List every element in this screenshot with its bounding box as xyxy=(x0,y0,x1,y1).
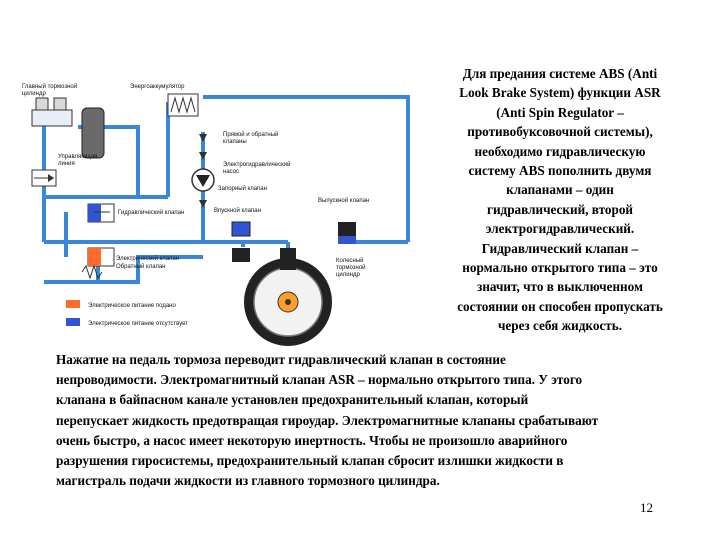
label-control-line-1: Управляющая xyxy=(58,154,97,160)
text-line: перепускает жидкость предотвращая гироуд… xyxy=(56,412,599,428)
abs-asr-hydraulic-diagram: Электрическое питание подано Электрическ… xyxy=(22,83,410,346)
label-master-cylinder-1: Главный тормозной xyxy=(22,83,77,90)
label-inlet-valve: Впускной клапан xyxy=(214,207,261,214)
label-wheel-cylinder-1: Колесный xyxy=(336,257,364,264)
label-pump-1: Электрогидравлический xyxy=(223,161,290,168)
brake-pedal-paragraph: Нажатие на педаль тормоза переводит гидр… xyxy=(56,350,696,491)
text-line: необходимо гидравлическую xyxy=(474,143,646,159)
text-line: Нажатие на педаль тормоза переводит гидр… xyxy=(56,352,506,367)
legend-swatch-powered xyxy=(66,300,80,308)
text-line: состоянии он способен пропускать xyxy=(457,298,663,314)
text-line: (Anti Spin Regulator – xyxy=(496,104,624,120)
text-line: противобуксовочной системы), xyxy=(467,124,653,140)
label-master-cylinder-2: цилиндр xyxy=(22,91,46,97)
text-line: Look Brake System) функции ASR xyxy=(459,85,661,101)
electro-hydraulic-pump xyxy=(191,168,215,192)
text-line: нормально открытого типа – это xyxy=(462,260,658,276)
legend-label-unpowered: Электрическое питание отсутствует xyxy=(88,321,188,327)
text-line: систему ABS пополнить двумя xyxy=(468,163,652,179)
master-cylinder xyxy=(31,97,105,159)
inlet-valve xyxy=(231,221,251,262)
text-line: значит, что в выключенном xyxy=(477,279,643,295)
wheel xyxy=(244,248,332,346)
accumulator xyxy=(167,93,199,117)
text-line: через себя жидкость. xyxy=(497,318,623,334)
label-wheel-cylinder-3: цилиндр xyxy=(336,272,360,278)
text-line: клапанами – один xyxy=(506,182,614,198)
text-line: очень быстро, а насос имеет некоторую ин… xyxy=(56,432,568,448)
label-outlet-valve: Выпускной клапан xyxy=(318,197,369,204)
text-line: клапана в байпасном канале установлен пр… xyxy=(56,392,529,408)
legend-swatch-unpowered xyxy=(66,318,80,326)
hydraulic-lines xyxy=(42,95,410,284)
hydraulic-valve xyxy=(87,203,115,223)
text-line: Гидравлический клапан – xyxy=(481,240,639,256)
label-pump-2: насос xyxy=(223,169,239,175)
asr-description: Для предания системе ABS (Anti Look Brak… xyxy=(425,64,695,336)
electric-valve xyxy=(81,247,115,280)
legend-label-powered: Электрическое питание подано xyxy=(88,303,176,309)
label-return-valve: Обратный клапан xyxy=(116,263,165,270)
check-valves xyxy=(199,134,207,208)
label-wheel-cylinder-2: тормозной xyxy=(336,264,366,271)
text-line: разрушения гиросистемы, предохранительны… xyxy=(56,453,564,469)
text-line: электрогидравлический. xyxy=(485,221,635,237)
label-accumulator: Энергоаккумулятор xyxy=(130,84,185,90)
label-shutoff-valve: Запорный клапан xyxy=(218,185,267,192)
outlet-valve xyxy=(338,222,356,244)
text-line: магистраль подачи жидкости из главного т… xyxy=(56,473,440,489)
page-number: 12 xyxy=(640,500,653,515)
text-line: гидравлический, второй xyxy=(486,201,634,217)
label-electric-valve: Электрический клапан xyxy=(116,255,179,262)
text-line: Для предания системе ABS (Anti xyxy=(462,66,658,81)
label-check-valves-2: клапаны xyxy=(223,139,247,145)
label-hydraulic-valve: Гидравлический клапан xyxy=(118,209,184,216)
control-line-valve xyxy=(31,169,57,187)
label-check-valves-1: Прямой и обратный xyxy=(223,131,278,138)
label-control-line-2: линия xyxy=(58,161,75,167)
legend: Электрическое питание подано Электрическ… xyxy=(66,300,188,327)
text-line: непроводимости. Электромагнитный клапан … xyxy=(56,372,583,388)
